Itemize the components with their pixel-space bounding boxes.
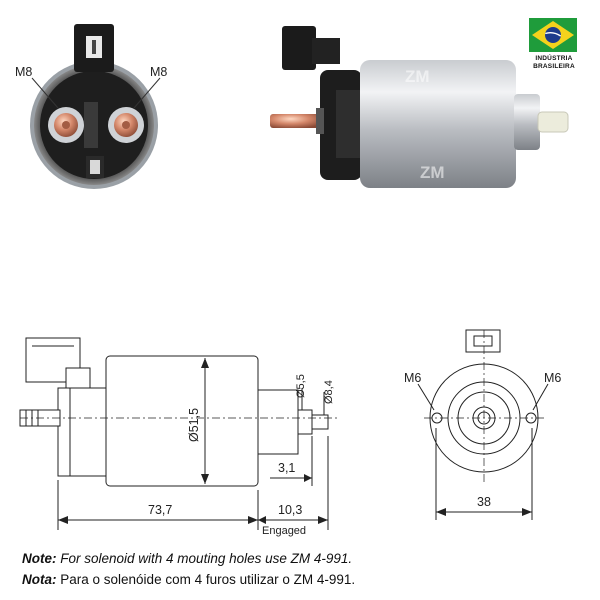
technical-drawing: Ø51,5 Ø5,5 Ø8,4 3,1 73,7 10,3 Engaged M6… xyxy=(19,329,561,537)
note-pt-text: Para o solenóide com 4 furos utilizar o … xyxy=(56,572,356,587)
watermark-zm-bottom: ZM xyxy=(420,163,445,182)
dim-3-1-label: 3,1 xyxy=(278,461,295,475)
flag-line2: BRASILEIRA xyxy=(533,63,575,70)
brazil-flag-icon xyxy=(529,18,577,52)
note-en-label: Note: xyxy=(22,551,57,566)
end-right-thread-label: M6 xyxy=(544,371,561,385)
engaged-label: Engaged xyxy=(262,525,306,537)
dim-73-7-label: 73,7 xyxy=(148,503,172,517)
small-diameter-label: Ø5,5 xyxy=(295,374,307,398)
note-en-text: For solenoid with 4 mouting holes use ZM… xyxy=(56,551,353,566)
dim-38-label: 38 xyxy=(477,495,491,509)
end-left-thread-label: M6 xyxy=(404,371,421,385)
body-diameter-label: Ø51,5 xyxy=(187,408,201,442)
watermark-zm-top: ZM xyxy=(405,67,430,86)
dim-10-3-label: 10,3 xyxy=(278,503,302,517)
note-portuguese: Nota: Para o solenóide com 4 furos utili… xyxy=(22,569,355,590)
note-pt-label: Nota: xyxy=(22,572,57,587)
solenoid-front-photo xyxy=(30,24,161,189)
notes-block: Note: For solenoid with 4 mouting holes … xyxy=(22,548,355,590)
product-photos: M8 M8 ZM ZM xyxy=(15,24,569,189)
brazilian-industry-label: INDÚSTRIA BRASILEIRA xyxy=(519,55,589,71)
front-left-thread-label: M8 xyxy=(15,65,32,79)
note-english: Note: For solenoid with 4 mouting holes … xyxy=(22,548,355,569)
flag-line1: INDÚSTRIA xyxy=(535,55,573,62)
plunger-diameter-label: Ø8,4 xyxy=(323,380,335,404)
solenoid-side-photo xyxy=(270,26,569,188)
front-right-thread-label: M8 xyxy=(150,65,167,79)
